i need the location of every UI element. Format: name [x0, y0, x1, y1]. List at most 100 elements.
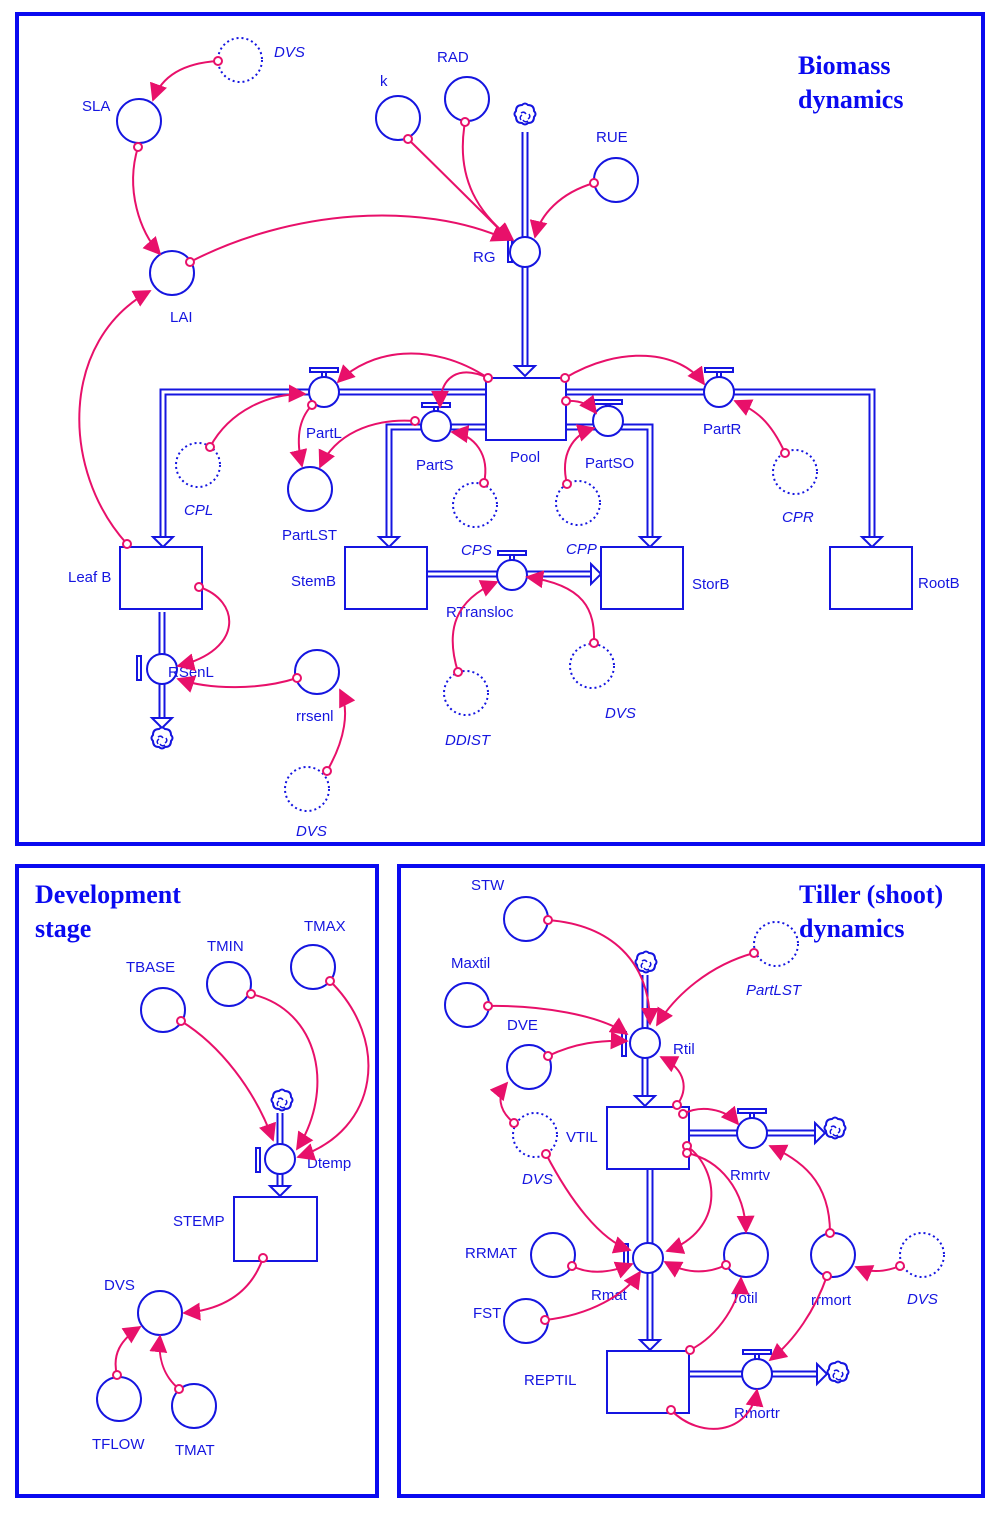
ghost-cpr[interactable] — [772, 449, 818, 495]
converter-stw[interactable] — [503, 896, 549, 942]
stock-pool[interactable] — [485, 377, 567, 441]
ghost-dvs-top[interactable] — [217, 37, 263, 83]
converter-partlst[interactable] — [287, 466, 333, 512]
label-ddist: DDIST — [445, 732, 492, 749]
flow-arrowhead — [816, 1361, 829, 1387]
label-tflow: TFLOW — [92, 1436, 145, 1453]
label-leafb: Leaf B — [68, 569, 111, 586]
label-tmin: TMIN — [207, 938, 244, 955]
stock-rootb[interactable] — [829, 546, 913, 610]
converter-dvs[interactable] — [137, 1290, 183, 1336]
converter-rrmort[interactable] — [810, 1232, 856, 1278]
panel-development-stage — [15, 864, 379, 1498]
biomass-title-line2: dynamics — [798, 85, 903, 114]
label-stemb: StemB — [291, 573, 336, 590]
label-k: k — [380, 73, 388, 90]
converter-rrmat[interactable] — [530, 1232, 576, 1278]
sink-cloud-icon — [826, 1360, 850, 1384]
label-pool: Pool — [510, 449, 540, 466]
converter-sla[interactable] — [116, 98, 162, 144]
flow-parts[interactable] — [420, 402, 452, 442]
flow-arrowhead — [150, 536, 176, 549]
label-dvs-bottom: DVS — [296, 823, 327, 840]
stock-leafb[interactable] — [119, 546, 203, 610]
biomass-title-line1: Biomass — [798, 51, 890, 80]
converter-rue[interactable] — [593, 157, 639, 203]
converter-tmax[interactable] — [290, 944, 336, 990]
flow-arrowhead — [637, 536, 663, 549]
converter-tflow[interactable] — [96, 1376, 142, 1422]
panel-tiller-dynamics — [397, 864, 985, 1498]
converter-totil[interactable] — [723, 1232, 769, 1278]
label-rmortr: Rmortr — [734, 1405, 780, 1422]
converter-maxtil[interactable] — [444, 982, 490, 1028]
label-cps: CPS — [461, 542, 492, 559]
stock-stemb[interactable] — [344, 546, 428, 610]
tiller-title-line1: Tiller (shoot) — [799, 880, 943, 909]
flow-rg[interactable] — [507, 236, 541, 268]
ghost-cpp[interactable] — [555, 480, 601, 526]
label-dvs-top: DVS — [274, 44, 305, 61]
label-dvs-mid: DVS — [605, 705, 636, 722]
flow-partl[interactable] — [308, 367, 340, 408]
ghost-dvs-bottom[interactable] — [284, 766, 330, 812]
flow-partr[interactable] — [703, 367, 735, 408]
label-tmat: TMAT — [175, 1442, 215, 1459]
flow-arrowhead — [267, 1185, 293, 1198]
sink-cloud-icon — [150, 726, 174, 750]
converter-dve[interactable] — [506, 1044, 552, 1090]
flow-rtil[interactable] — [621, 1027, 661, 1059]
sink-cloud-icon — [823, 1116, 847, 1140]
label-partlst-ghost: PartLST — [746, 982, 803, 999]
label-partlst: PartLST — [282, 527, 337, 544]
tiller-connectors — [487, 919, 901, 1430]
flow-rtransloc[interactable] — [496, 550, 528, 591]
label-stemp: STEMP — [173, 1213, 225, 1230]
label-reptil: REPTIL — [524, 1372, 577, 1389]
flow-partso[interactable] — [592, 399, 624, 437]
ghost-dvs-tiller[interactable] — [512, 1112, 558, 1158]
development-title-line1: Development — [35, 880, 181, 909]
flow-dtemp[interactable] — [255, 1143, 296, 1175]
converter-k[interactable] — [375, 95, 421, 141]
label-tbase: TBASE — [126, 959, 175, 976]
stock-storb[interactable] — [600, 546, 684, 610]
converter-rrsenl[interactable] — [294, 649, 340, 695]
tiller-title-line2: dynamics — [799, 914, 904, 943]
label-lai: LAI — [170, 309, 193, 326]
flow-arrowhead — [512, 365, 538, 378]
converter-tmin[interactable] — [206, 961, 252, 1007]
label-rad: RAD — [437, 49, 469, 66]
panel-biomass-dynamics — [15, 12, 985, 846]
flow-rmortr[interactable] — [741, 1349, 773, 1390]
label-dvs-tiller: DVS — [522, 1171, 553, 1188]
flow-arrowhead — [149, 717, 175, 730]
label-cpp: CPP — [566, 541, 597, 558]
ghost-cps[interactable] — [452, 482, 498, 528]
label-rmrtv: Rmrtv — [730, 1167, 770, 1184]
label-dtemp: Dtemp — [307, 1155, 351, 1172]
label-storb: StorB — [692, 576, 730, 593]
converter-tmat[interactable] — [171, 1383, 217, 1429]
label-parts: PartS — [416, 457, 454, 474]
stock-vtil[interactable] — [606, 1106, 690, 1170]
label-rg: RG — [473, 249, 496, 266]
flow-rmat[interactable] — [623, 1242, 664, 1274]
development-connector-origins — [112, 976, 335, 1394]
ghost-partlst[interactable] — [753, 921, 799, 967]
biomass-connector-origins — [122, 56, 790, 776]
stock-reptil[interactable] — [606, 1350, 690, 1414]
source-cloud-icon — [270, 1088, 294, 1112]
converter-rad[interactable] — [444, 76, 490, 122]
label-tmax: TMAX — [304, 918, 346, 935]
ghost-dvs-right[interactable] — [899, 1232, 945, 1278]
flow-rmrtv[interactable] — [736, 1108, 768, 1149]
ghost-ddist[interactable] — [443, 670, 489, 716]
stock-stemp[interactable] — [233, 1196, 318, 1262]
ghost-cpl[interactable] — [175, 442, 221, 488]
ghost-dvs-mid[interactable] — [569, 643, 615, 689]
converter-lai[interactable] — [149, 250, 195, 296]
flow-arrowhead — [814, 1120, 827, 1146]
converter-tbase[interactable] — [140, 987, 186, 1033]
